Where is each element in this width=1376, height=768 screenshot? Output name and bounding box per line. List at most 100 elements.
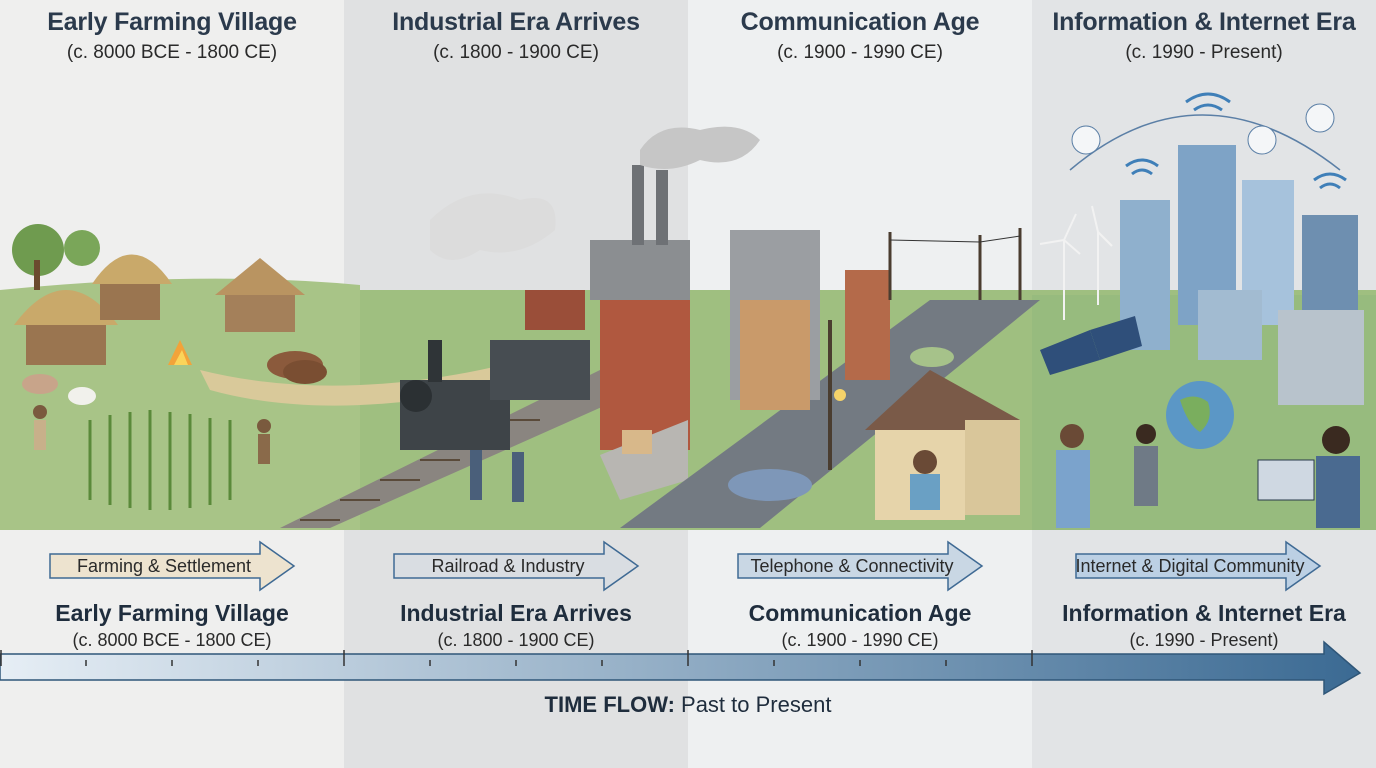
era-title: Communication Age [748, 600, 972, 626]
era-arrow-internet: Internet & Digital Community [1074, 540, 1324, 592]
arrow-label: Internet & Digital Community [1075, 556, 1305, 576]
farmer-figure [258, 434, 270, 464]
era-title: Industrial Era Arrives [400, 600, 632, 626]
brick-building [600, 300, 690, 450]
era-caption-industrial: Industrial Era Arrives (c. 1800 - 1900 C… [344, 600, 688, 651]
era-range: (c. 1990 - Present) [1125, 42, 1283, 63]
cloud-icon [1071, 125, 1101, 155]
smokestack [428, 340, 442, 382]
crop-rows [88, 410, 232, 510]
factory-chimney [632, 165, 644, 245]
era-title: Industrial Era Arrives [392, 8, 640, 36]
era-title: Communication Age [740, 8, 980, 36]
campfire-icon [168, 340, 192, 365]
person-with-laptop [1322, 426, 1350, 454]
evolution-scene-illustration [0, 92, 1376, 530]
time-flow-strong: TIME FLOW: [544, 692, 675, 717]
era-range: (c. 1900 - 1990 CE) [777, 42, 943, 63]
hut-wall [225, 290, 295, 332]
hut-wall [26, 320, 106, 365]
arrow-label: Telephone & Connectivity [750, 556, 954, 576]
laptop-icon [1247, 125, 1277, 155]
wifi-icon [1185, 92, 1231, 112]
era-caption-communication: Communication Age (c. 1900 - 1990 CE) [688, 600, 1032, 651]
wifi-icon [1125, 158, 1159, 176]
person-on-telephone [910, 474, 940, 510]
era-arrow-communication: Telephone & Connectivity [736, 540, 986, 592]
factory-smoke [640, 126, 760, 169]
era-heading-communication: Communication Age (c. 1900 - 1990 CE) [688, 8, 1032, 64]
hut-wall [100, 280, 160, 320]
farming-village [12, 224, 327, 510]
car-icon [728, 469, 812, 501]
wifi-icon [1313, 172, 1347, 190]
coal-tender [490, 340, 590, 400]
era-heading-farming: Early Farming Village (c. 8000 BCE - 180… [0, 8, 344, 64]
thatched-roof [14, 290, 118, 325]
farmer-figure [34, 420, 46, 450]
era-heading-industrial: Industrial Era Arrives (c. 1800 - 1900 C… [344, 8, 688, 64]
arrow-shape [737, 540, 984, 592]
farmer-figure [33, 405, 47, 419]
glass-building [1198, 290, 1262, 360]
internet-city [1039, 92, 1364, 528]
laptop-icon [1257, 459, 1315, 501]
era-arrow-industrial: Railroad & Industry [392, 540, 642, 592]
time-flow-rest: Past to Present [674, 692, 832, 717]
storefront-building [845, 270, 890, 380]
tree-icon [64, 230, 100, 266]
arrow-label: Railroad & Industry [431, 556, 585, 576]
pig-icon [22, 374, 58, 394]
campfire-flame [174, 350, 188, 365]
era-range: (c. 1900 - 1990 CE) [781, 630, 939, 650]
era-caption-internet: Information & Internet Era (c. 1990 - Pr… [1032, 600, 1376, 651]
house-side [965, 420, 1020, 515]
telephone-wire [889, 235, 1021, 243]
communication-town [620, 228, 1040, 528]
globe-small-icon [1305, 103, 1335, 133]
era-range: (c. 1800 - 1900 CE) [433, 42, 599, 63]
arrow-shape [49, 540, 296, 592]
worker-figure [470, 450, 482, 500]
person-with-phone [1060, 424, 1084, 448]
person-with-phone [1056, 450, 1090, 528]
solar-panel-icon [1090, 316, 1142, 360]
solar-panel-icon [1040, 330, 1100, 375]
industrial-town [280, 126, 760, 528]
tree-icon [12, 224, 64, 276]
sheep-icon [68, 387, 96, 405]
era-arrow-farming: Farming & Settlement [48, 540, 298, 592]
car-icon [910, 347, 954, 367]
tree-trunk [34, 260, 40, 290]
person-with-phone [1136, 424, 1156, 444]
time-flow-label: TIME FLOW: Past to Present [0, 692, 1376, 718]
timeline-axis [0, 640, 1362, 696]
platform [600, 420, 688, 500]
era-heading-internet: Information & Internet Era (c. 1990 - Pr… [1032, 8, 1376, 64]
storefront-building [740, 300, 810, 410]
office-block [1278, 310, 1364, 405]
worker-figure [512, 452, 524, 502]
cargo-crates [622, 430, 652, 454]
arrow-shape [393, 540, 640, 592]
era-title: Information & Internet Era [1052, 8, 1356, 36]
warehouse [525, 290, 585, 330]
arrow-label: Farming & Settlement [76, 556, 252, 576]
wind-turbine-icon [1039, 205, 1113, 320]
era-range: (c. 1990 - Present) [1129, 630, 1279, 650]
era-title: Early Farming Village [47, 8, 297, 36]
era-range: (c. 8000 BCE - 1800 CE) [66, 42, 278, 63]
cow-icon [283, 360, 327, 384]
street-lamp-icon [834, 389, 846, 401]
house-roof [865, 370, 1020, 430]
thatched-roof [215, 258, 305, 295]
globe-land [1180, 396, 1210, 432]
skyscraper [1302, 215, 1358, 325]
era-title: Early Farming Village [55, 600, 289, 626]
era-range: (c. 1800 - 1900 CE) [437, 630, 595, 650]
loco-boiler-front [400, 380, 432, 412]
era-range: (c. 8000 BCE - 1800 CE) [72, 630, 272, 650]
arrow-shape [1075, 540, 1322, 592]
person-with-phone [1134, 446, 1158, 506]
timeline-arrow [0, 640, 1362, 696]
